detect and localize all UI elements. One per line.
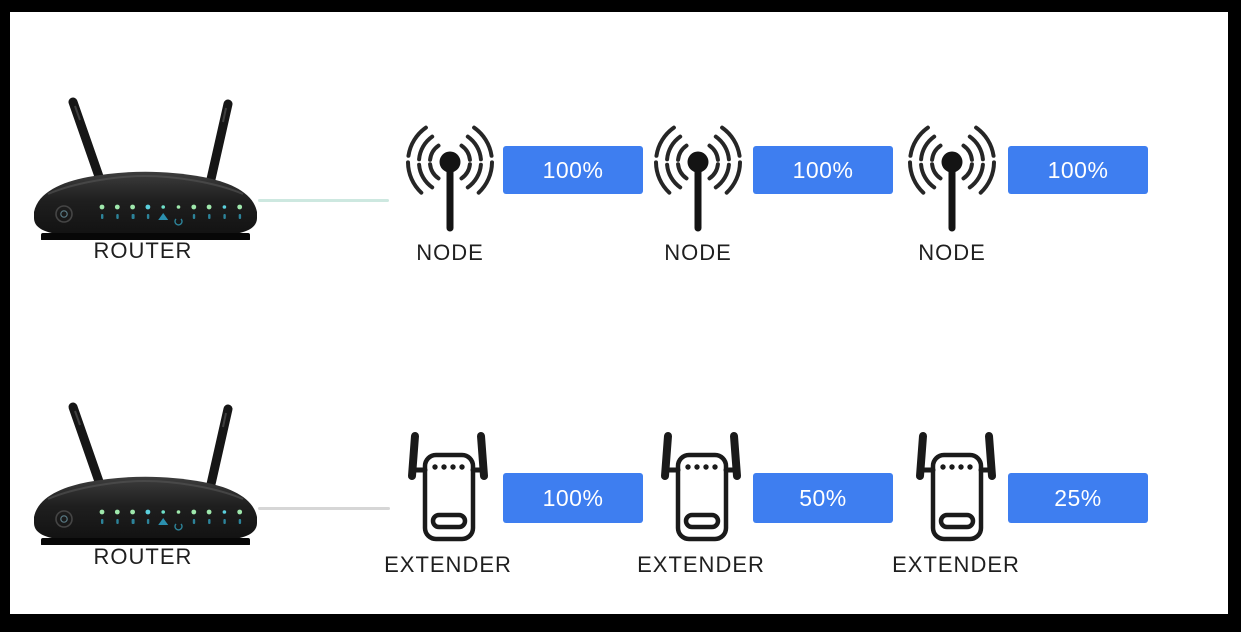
extender-label: EXTENDER: [637, 552, 765, 577]
signal-strength-badge: 100%: [503, 473, 643, 523]
router-icon: [28, 90, 263, 240]
extender-label: EXTENDER: [384, 552, 512, 577]
range-extender-icon: [908, 427, 1004, 547]
node-label: NODE: [664, 240, 732, 265]
signal-strength-badge: 25%: [1008, 473, 1148, 523]
range-extender-icon: [400, 427, 496, 547]
extender-connector-line: [258, 507, 390, 510]
mesh-connector-line: [258, 199, 389, 202]
range-extender-icon: [653, 427, 749, 547]
wifi-signal-node-icon: [650, 116, 746, 234]
signal-strength-badge: 100%: [753, 146, 893, 194]
wifi-signal-node-icon: [904, 116, 1000, 234]
signal-strength-badge: 100%: [503, 146, 643, 194]
extender-label: EXTENDER: [892, 552, 1020, 577]
router-icon: [28, 395, 263, 545]
signal-strength-badge: 50%: [753, 473, 893, 523]
router-label: ROUTER: [93, 544, 193, 569]
wifi-signal-node-icon: [402, 116, 498, 234]
router-label: ROUTER: [93, 238, 193, 263]
node-label: NODE: [416, 240, 484, 265]
signal-strength-badge: 100%: [1008, 146, 1148, 194]
node-label: NODE: [918, 240, 986, 265]
